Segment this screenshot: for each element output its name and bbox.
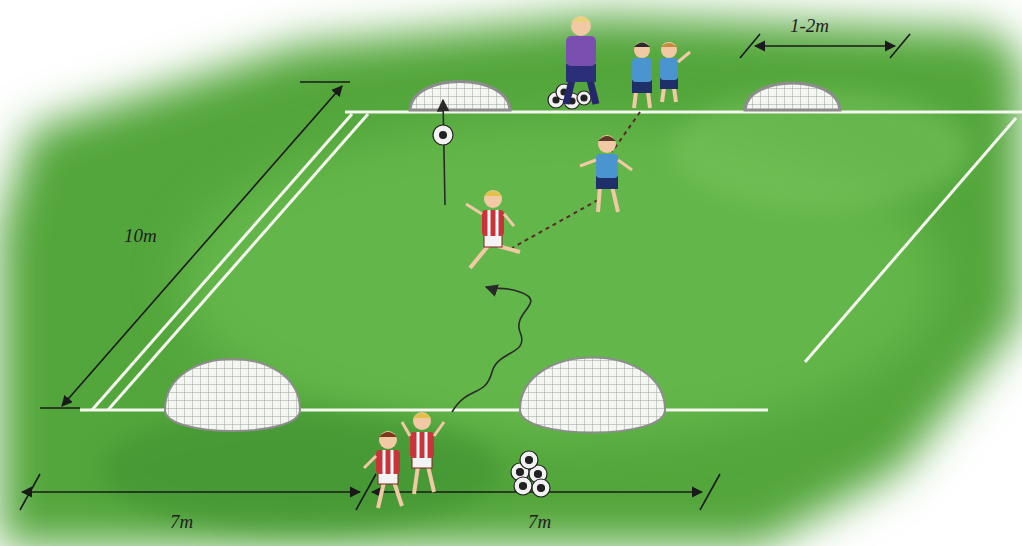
dimension-label: 7m [528,512,551,533]
red-attacker [466,190,520,268]
dimension-label: 7m [170,512,193,533]
red-player [364,431,402,508]
pressure-run [612,112,640,152]
ball [433,125,453,145]
grass-shade [100,410,500,530]
goal [410,82,510,111]
blue-player [632,42,652,108]
blue-player [660,42,690,102]
dimension-lines [20,34,910,510]
goal [745,83,840,110]
blue-defender [580,135,632,212]
pressure-run [512,200,598,248]
dimension-label: 10m [124,226,157,247]
ball-pile [511,451,550,497]
red-player [402,412,444,494]
goal [165,359,300,431]
grass-ground [0,15,1022,546]
dimension-label: 1-2m [790,16,829,37]
goal [520,358,665,433]
coach-figure [566,16,596,104]
shot-path [443,100,445,205]
dribble-path [452,287,531,412]
